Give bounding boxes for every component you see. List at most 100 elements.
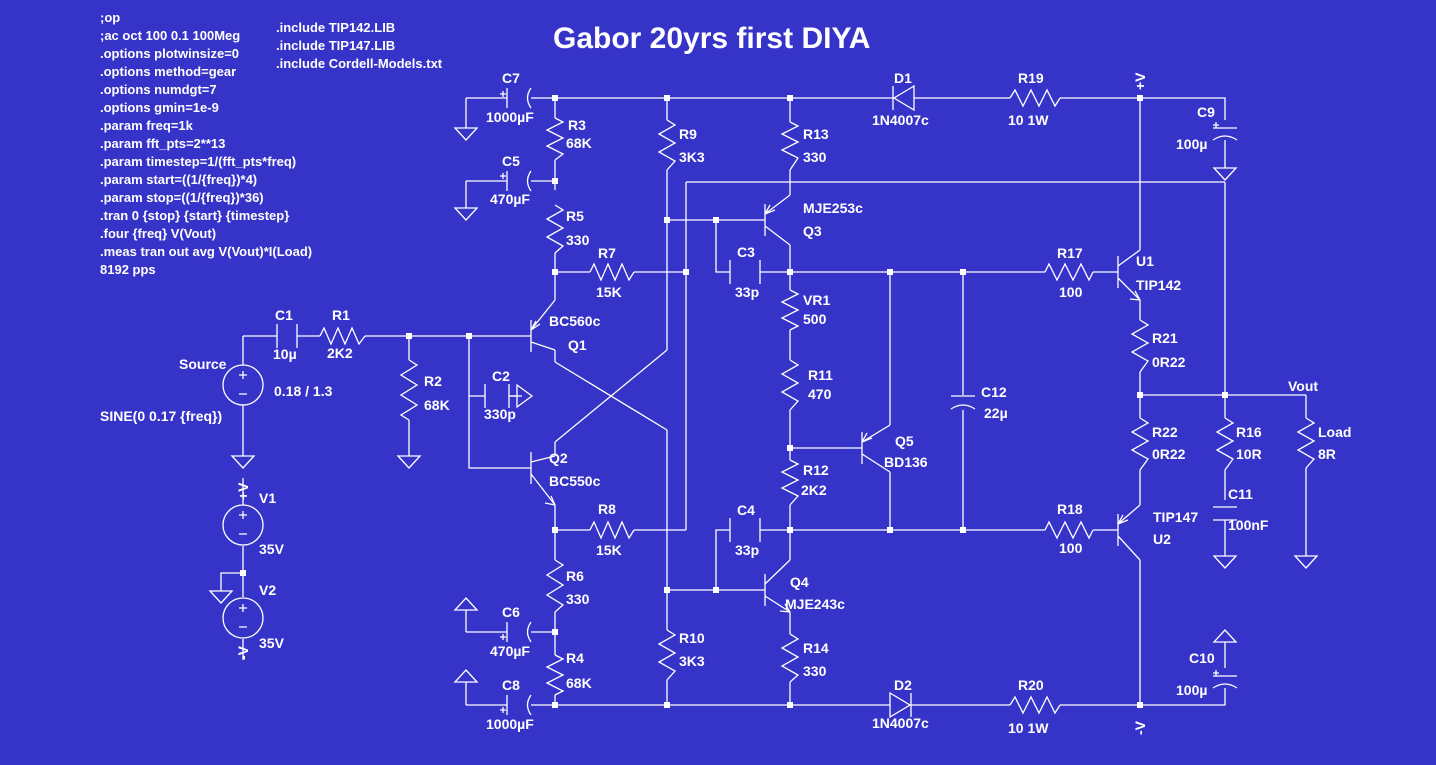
transistor-q1: BC560c Q1 <box>522 299 601 353</box>
transistor-name: U1 <box>1136 253 1154 269</box>
transistor-q3: MJE253c Q3 <box>740 194 863 246</box>
directive-line: .four {freq} V(Vout) <box>100 226 216 241</box>
resistor-value: 330 <box>566 591 590 607</box>
capacitor-value: 100nF <box>1228 517 1269 533</box>
resistor-value: 68K <box>566 675 592 691</box>
ground-icon <box>209 582 233 604</box>
resistor-name: R16 <box>1236 424 1262 440</box>
include-line: .include Cordell-Models.txt <box>276 56 443 71</box>
resistor-name: R11 <box>808 367 833 383</box>
capacitor-name: C6 <box>502 604 520 620</box>
capacitor-name: C5 <box>502 153 520 169</box>
ground-icon <box>1213 547 1237 569</box>
capacitors: C1 10µ C2 330p C3 33p C4 33p C5 470µF C6… <box>273 70 1269 732</box>
resistor-r14: R14 330 <box>780 633 829 683</box>
transistor-model: MJE243c <box>785 596 845 612</box>
resistor-name: R7 <box>598 245 616 261</box>
resistor-value: 15K <box>596 284 622 300</box>
source-value: 0.18 / 1.3 <box>274 383 333 399</box>
diode-name: D2 <box>894 677 912 693</box>
resistor-name: R18 <box>1057 501 1083 517</box>
resistor-value: 0R22 <box>1152 354 1186 370</box>
resistor-name: R9 <box>679 126 697 142</box>
ground-icon <box>454 597 478 619</box>
diode-value: 1N4007c <box>872 715 929 731</box>
capacitor-name: C7 <box>502 70 520 86</box>
include-directives: .include TIP142.LIB .include TIP147.LIB … <box>276 20 443 71</box>
transistor-q2: Q2 BC550c <box>522 450 601 506</box>
transistor-name: Q5 <box>895 433 914 449</box>
resistor-load: Load 8R <box>1296 417 1351 469</box>
transistor-model: TIP147 <box>1153 509 1198 525</box>
directive-line: ;ac oct 100 0.1 100Meg <box>100 28 240 43</box>
resistor-name: R10 <box>679 630 705 646</box>
resistor-value: 100 <box>1059 284 1083 300</box>
rail-label-neg: -V <box>1132 720 1148 735</box>
directive-line: ;op <box>100 10 120 25</box>
capacitor-c5: C5 470µF <box>490 153 532 207</box>
capacitor-value: 470µF <box>490 191 530 207</box>
capacitor-value: 1000µF <box>486 109 534 125</box>
resistor-name: R21 <box>1152 330 1178 346</box>
rail-label-neg: -V <box>235 645 251 660</box>
directive-line: .param freq=1k <box>100 118 194 133</box>
capacitor-value: 22µ <box>984 405 1008 421</box>
capacitor-c3: C3 33p <box>729 244 761 300</box>
directive-line: 8192 pps <box>100 262 156 277</box>
resistor-name: R5 <box>566 208 584 224</box>
directive-line: .param start=((1/{freq})*4) <box>100 172 257 187</box>
resistor-r16: R16 10R <box>1215 417 1262 471</box>
resistor-name: R19 <box>1018 70 1044 86</box>
source-name: Source <box>179 356 227 372</box>
resistor-r11: R11 470 <box>780 359 833 411</box>
directive-line: .param timestep=1/(fft_pts*freq) <box>100 154 296 169</box>
transistors: BC560c Q1 Q2 BC550c MJE253c Q3 Q4 MJE243… <box>522 194 1198 613</box>
resistor-value: 0R22 <box>1152 446 1186 462</box>
capacitor-value: 10µ <box>273 346 297 362</box>
capacitor-c11: C11 100nF <box>1213 486 1269 533</box>
ground-icon <box>231 447 255 469</box>
source-name: V1 <box>259 490 276 506</box>
resistors: R1 2K2 R2 68K R3 68K R4 68K R5 330 R6 33… <box>319 70 1351 736</box>
resistor-vr1: VR1 500 <box>780 289 830 331</box>
resistor-r2: R2 68K <box>399 359 450 421</box>
resistor-name: R8 <box>598 501 616 517</box>
capacitor-name: C9 <box>1197 104 1215 120</box>
schematic-title: Gabor 20yrs first DIYA <box>553 22 870 55</box>
resistor-name: R4 <box>566 650 584 666</box>
capacitor-name: C10 <box>1189 650 1215 666</box>
capacitor-c2: C2 330p <box>484 368 516 422</box>
rail-label-pos: +V <box>235 482 251 500</box>
ground-icon <box>1294 547 1318 569</box>
capacitor-c10: C10 100µ <box>1176 650 1238 698</box>
resistor-name: R2 <box>424 373 442 389</box>
diode-name: D1 <box>894 70 912 86</box>
directive-line: .options numdgt=7 <box>100 82 217 97</box>
directive-line: .param fft_pts=2**13 <box>100 136 225 151</box>
capacitor-c7: C7 1000µF <box>486 70 534 125</box>
source-value: 35V <box>259 541 285 557</box>
resistor-value: 3K3 <box>679 653 705 669</box>
transistor-q5: Q5 BD136 <box>861 424 928 473</box>
capacitor-name: C8 <box>502 677 520 693</box>
resistor-r12: R12 2K2 <box>780 459 829 506</box>
transistor-name: Q2 <box>549 450 568 466</box>
resistor-r17: R17 100 <box>1044 245 1094 300</box>
resistor-name: R22 <box>1152 424 1178 440</box>
transistor-model: BC550c <box>549 473 601 489</box>
resistor-r9: R9 3K3 <box>657 119 705 171</box>
source-spec: SINE(0 0.17 {freq}) <box>100 408 222 424</box>
resistor-value: 10R <box>1236 446 1262 462</box>
capacitor-value: 330p <box>484 406 516 422</box>
net-label-vout: Vout <box>1288 378 1318 394</box>
diode-d1: D1 1N4007c <box>872 70 929 128</box>
resistor-r7: R7 15K <box>589 245 635 300</box>
transistor-name: Q1 <box>568 337 587 353</box>
resistor-r5: R5 330 <box>545 204 590 254</box>
directive-line: .options gmin=1e-9 <box>100 100 219 115</box>
resistor-name: R12 <box>803 462 829 478</box>
source-v1: V1 35V +V <box>222 482 285 557</box>
ground-symbols <box>209 119 1318 691</box>
include-line: .include TIP142.LIB <box>276 20 395 35</box>
resistor-name: R6 <box>566 568 584 584</box>
